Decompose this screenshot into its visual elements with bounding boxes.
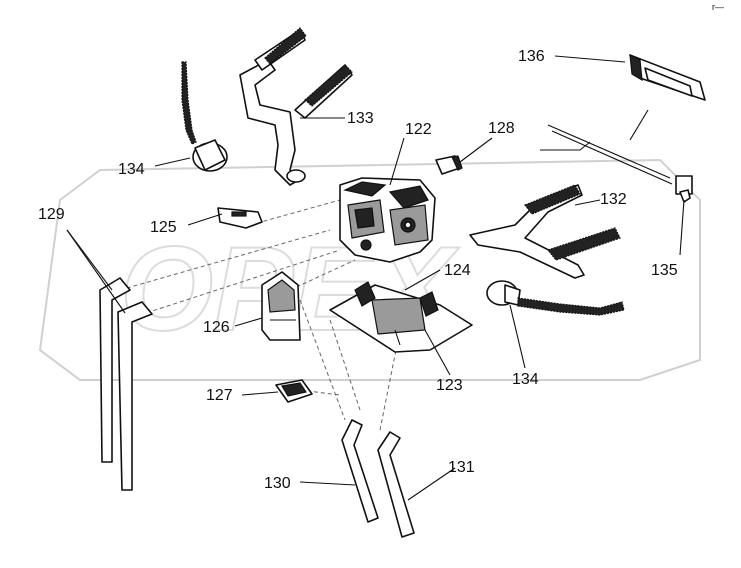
- callout-128: 128: [488, 120, 515, 137]
- part-132-bracket: [469, 184, 621, 279]
- part-131-pipe: [377, 431, 415, 538]
- callout-124: 124: [444, 262, 471, 279]
- callout-136: 136: [518, 48, 545, 65]
- part-134-bottom-sensor: [486, 280, 625, 316]
- part-124-bracket: [329, 281, 473, 353]
- callout-134-bottom: 134: [512, 371, 539, 388]
- callout-127: 127: [206, 387, 233, 404]
- callout-130: 130: [264, 475, 291, 492]
- callout-123: 123: [436, 377, 463, 394]
- callout-129: 129: [38, 206, 65, 223]
- part-136-block: [629, 53, 706, 101]
- callout-122: 122: [405, 121, 432, 138]
- part-129-pipes: [99, 277, 153, 491]
- callout-135: 135: [651, 262, 678, 279]
- part-133-bracket: [239, 27, 353, 186]
- part-134-top-sensor: [181, 61, 228, 172]
- part-125-gasket: [217, 207, 263, 229]
- callout-133: 133: [347, 110, 374, 127]
- leader-lines: [66, 55, 685, 501]
- callout-132: 132: [600, 191, 627, 208]
- callout-134-top: 134: [118, 161, 145, 178]
- callout-125: 125: [150, 219, 177, 236]
- callout-131: 131: [448, 459, 475, 476]
- part-126-cover: [261, 271, 301, 341]
- part-135-rod: [540, 109, 693, 203]
- part-127-connector: [275, 379, 313, 403]
- part-130-pipe: [341, 419, 379, 523]
- callout-126: 126: [203, 319, 230, 336]
- part-128-clip: [435, 155, 463, 175]
- part-122-valve-block: [339, 177, 436, 263]
- corner-mark: r—: [712, 2, 724, 12]
- callout-labels: 122 123 124 125 126 127 128 129 130 131 …: [38, 48, 678, 492]
